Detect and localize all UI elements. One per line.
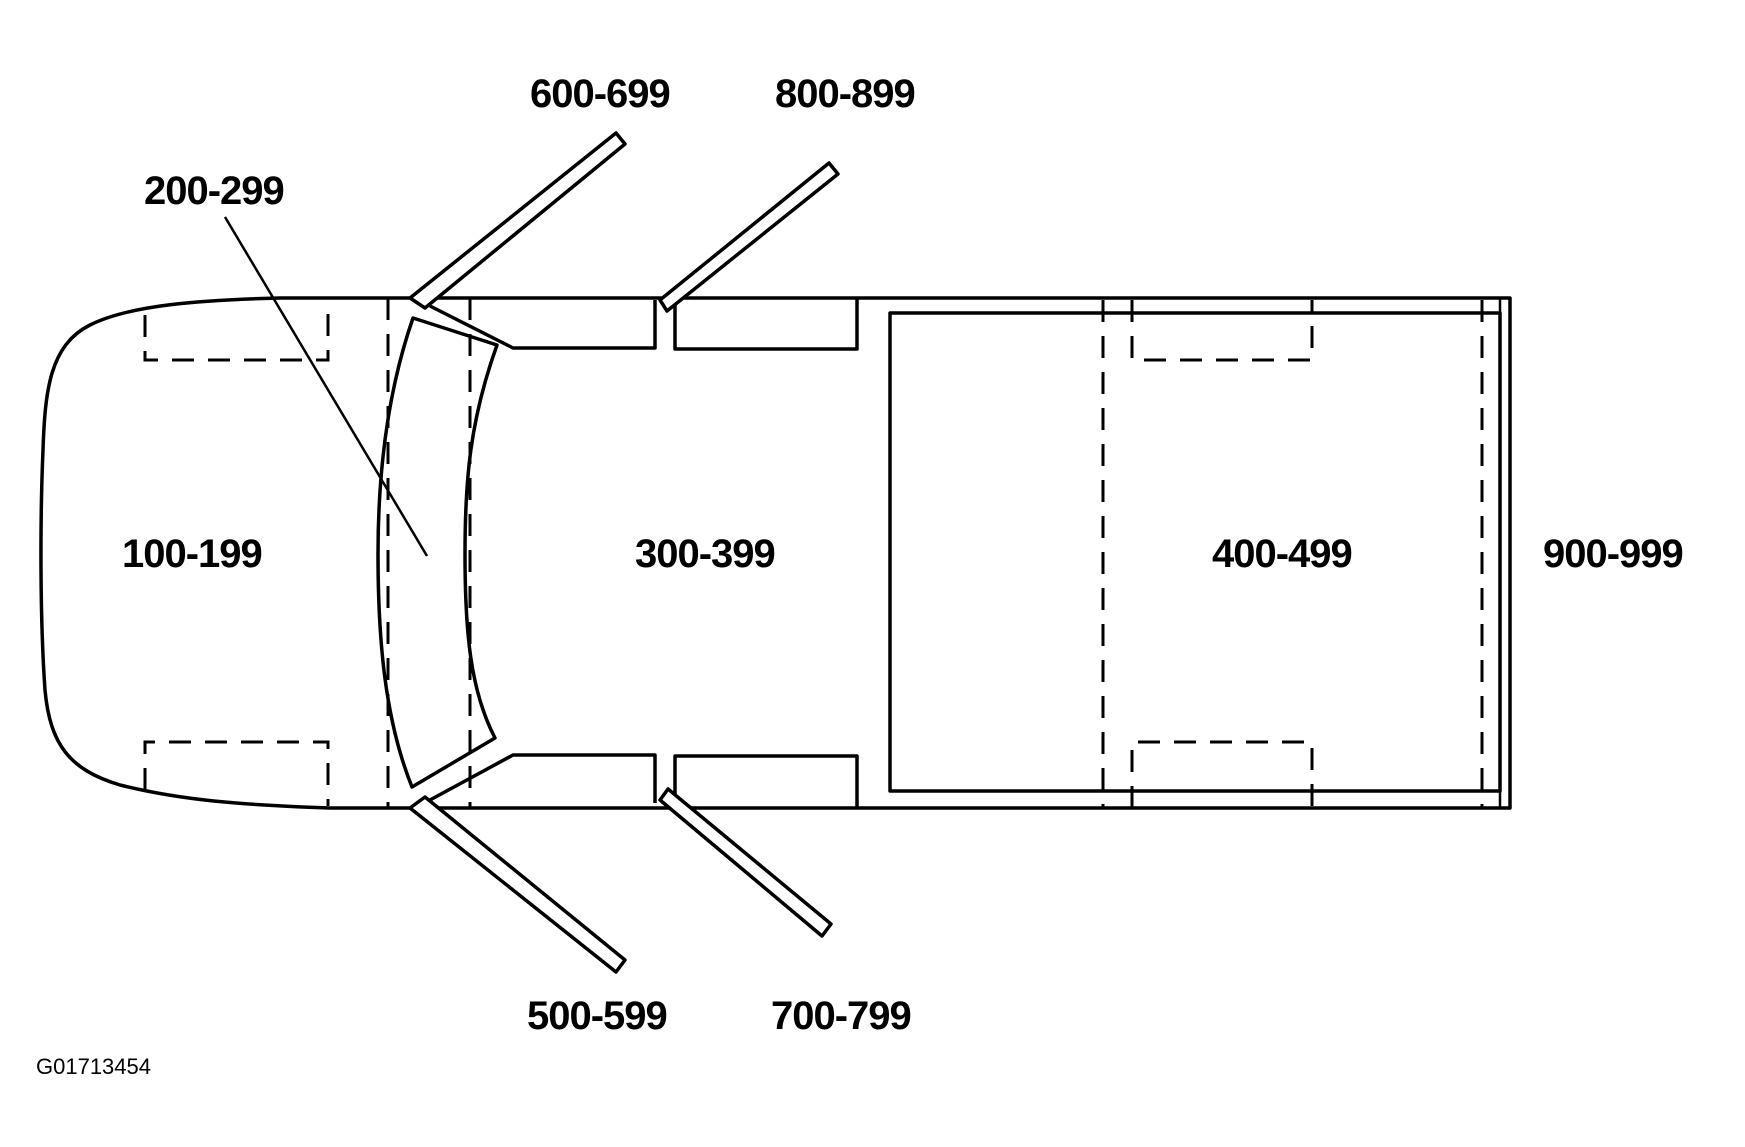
zone-label-cabin: 300-399 xyxy=(635,532,775,576)
cabin-upper-right-panel xyxy=(673,298,859,351)
zone-label-right-front-door: 600-699 xyxy=(530,72,670,116)
windshield-outline xyxy=(376,316,499,789)
zone-label-rear: 900-999 xyxy=(1543,532,1683,576)
cabin-lower-left-panel xyxy=(429,753,657,803)
zone-label-left-rear-door: 700-799 xyxy=(771,994,911,1038)
zone-label-left-front-door: 500-599 xyxy=(527,994,667,1038)
zone-label-front: 100-199 xyxy=(122,532,262,576)
zone-label-cargo: 400-499 xyxy=(1212,532,1352,576)
zone-label-right-rear-door: 800-899 xyxy=(775,72,915,116)
front-left-marker xyxy=(143,300,330,362)
cargo-upper-marker xyxy=(1130,300,1314,362)
door-right-front xyxy=(408,131,627,310)
cargo-lower-marker xyxy=(1130,740,1314,808)
figure-id: G01713454 xyxy=(36,1054,151,1079)
body-top-edge xyxy=(410,296,1512,810)
front-right-marker xyxy=(143,740,330,806)
door-left-front xyxy=(408,795,627,974)
cabin-upper-left-panel xyxy=(429,300,657,350)
door-right-rear xyxy=(658,161,840,313)
zone-label-windshield: 200-299 xyxy=(144,169,284,213)
windshield-leader-line xyxy=(223,216,429,557)
door-left-rear xyxy=(658,787,833,938)
hood-outline xyxy=(39,296,425,810)
cargo-box xyxy=(888,311,1502,793)
cabin-lower-right-panel xyxy=(673,754,859,808)
